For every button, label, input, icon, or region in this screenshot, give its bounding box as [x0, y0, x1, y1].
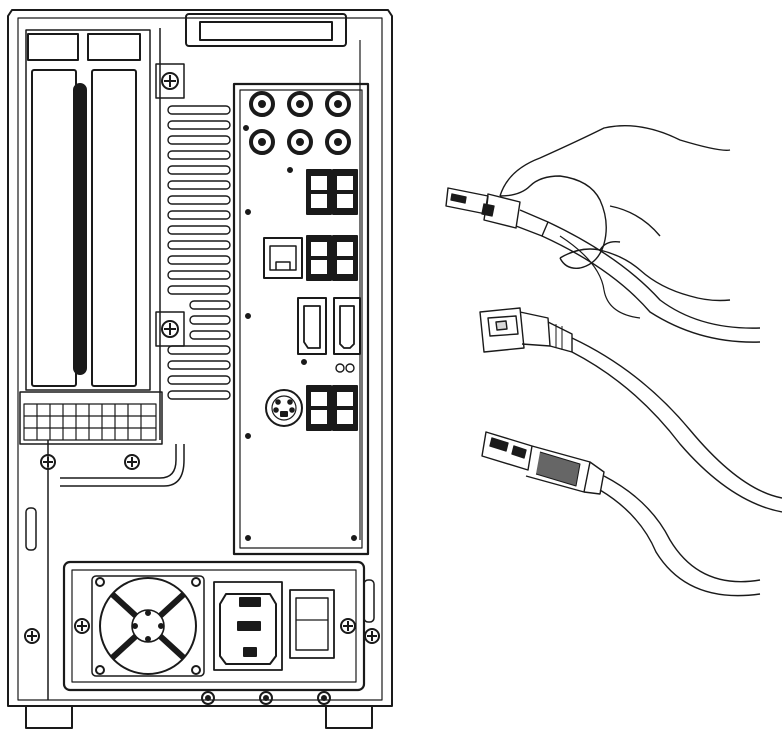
hand: [499, 125, 731, 197]
usb-cable-plug: [479, 307, 782, 513]
usb-plug-in-hand: [445, 125, 761, 343]
tower-foot-right: [325, 705, 373, 729]
power-socket: [213, 581, 283, 671]
psu-fan-grille: [91, 575, 205, 677]
psu: [62, 560, 366, 705]
tower-foot-left: [25, 705, 73, 729]
displayport: [297, 297, 327, 355]
tower-handle: [185, 13, 347, 47]
screws: [24, 63, 380, 644]
usb-port: [306, 169, 358, 431]
hdmi-port: [333, 297, 361, 355]
vent-slots: [167, 105, 231, 400]
power-switch: [289, 589, 335, 659]
tower-chassis: [7, 9, 393, 707]
pc-tower: [7, 9, 393, 729]
usb-cable-plug: [481, 431, 761, 597]
ethernet-port: [263, 237, 303, 279]
io-panel: [232, 82, 370, 556]
ps2-port: [265, 389, 303, 427]
bracket-vent-grid: [23, 403, 157, 441]
expansion-slots: [19, 29, 163, 445]
audio-jack: [249, 91, 351, 155]
